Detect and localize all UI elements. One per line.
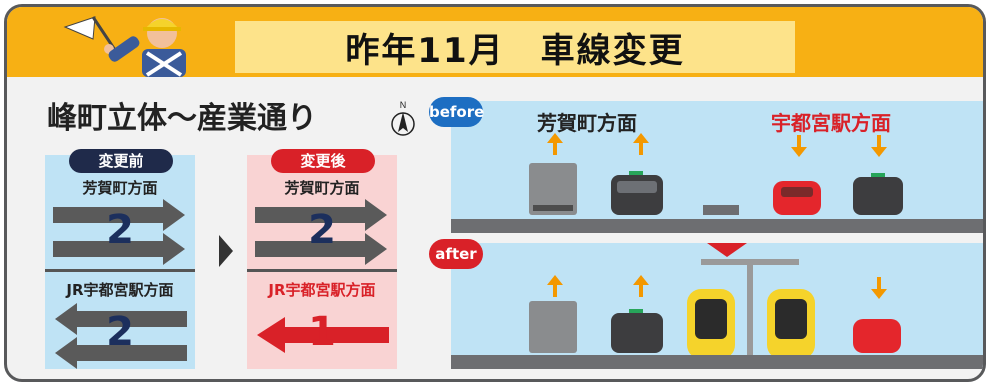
north-compass-icon: N — [391, 100, 415, 136]
before-direction-bottom: JR宇都宮駅方面 — [66, 281, 174, 299]
page-title: 昨年11月 車線変更 — [345, 30, 685, 71]
after-direction-top: 芳賀町方面 — [284, 179, 360, 197]
header-bar: 昨年11月 車線変更 — [7, 7, 983, 77]
right-lane-arrows — [255, 199, 387, 265]
before-scene-vehicles — [529, 133, 903, 215]
scene-direction-right: 宇都宮駅方面 — [771, 111, 891, 135]
scene-direction-left: 芳賀町方面 — [537, 111, 637, 135]
right-lane-arrows — [53, 199, 185, 265]
before-badge: 変更前 — [69, 149, 173, 173]
section-title: 峰町立体～産業通り — [47, 101, 317, 136]
after-label-bubble: after — [429, 239, 483, 269]
after-lane-panel: 変更後 芳賀町方面 2 JR宇都宮駅方面 1 — [247, 149, 397, 369]
before-direction-top: 芳賀町方面 — [82, 179, 158, 197]
before-lane-count-top: 2 — [106, 207, 134, 253]
after-direction-bottom: JR宇都宮駅方面 — [268, 281, 376, 299]
before-label-bubble: before — [429, 97, 484, 127]
worker-illustration — [63, 16, 186, 77]
change-arrow-icon — [219, 235, 233, 267]
after-road-scene — [451, 243, 983, 369]
left-lane-arrow-red — [257, 317, 389, 353]
compass-north-label: N — [400, 100, 407, 110]
left-lane-arrows — [55, 303, 187, 369]
after-scene-vehicles — [529, 243, 901, 359]
after-lane-count-top: 2 — [308, 207, 336, 253]
title-box: 昨年11月 車線変更 — [235, 21, 795, 73]
road-surface — [451, 355, 983, 369]
before-lane-count-bottom: 2 — [106, 309, 134, 355]
illustration-frame: 昨年11月 車線変更 峰町立体～産業通り N 変更前 芳賀町方面 2 JR宇都宮… — [4, 4, 986, 382]
before-lane-panel: 変更前 芳賀町方面 2 JR宇都宮駅方面 2 — [45, 149, 195, 369]
after-badge: 変更後 — [271, 149, 375, 173]
lane-divider — [247, 269, 397, 272]
lane-divider — [45, 269, 195, 272]
after-lane-count-bottom: 1 — [308, 309, 336, 355]
before-road-scene: 芳賀町方面 宇都宮駅方面 — [451, 101, 983, 233]
road-surface — [451, 219, 983, 233]
